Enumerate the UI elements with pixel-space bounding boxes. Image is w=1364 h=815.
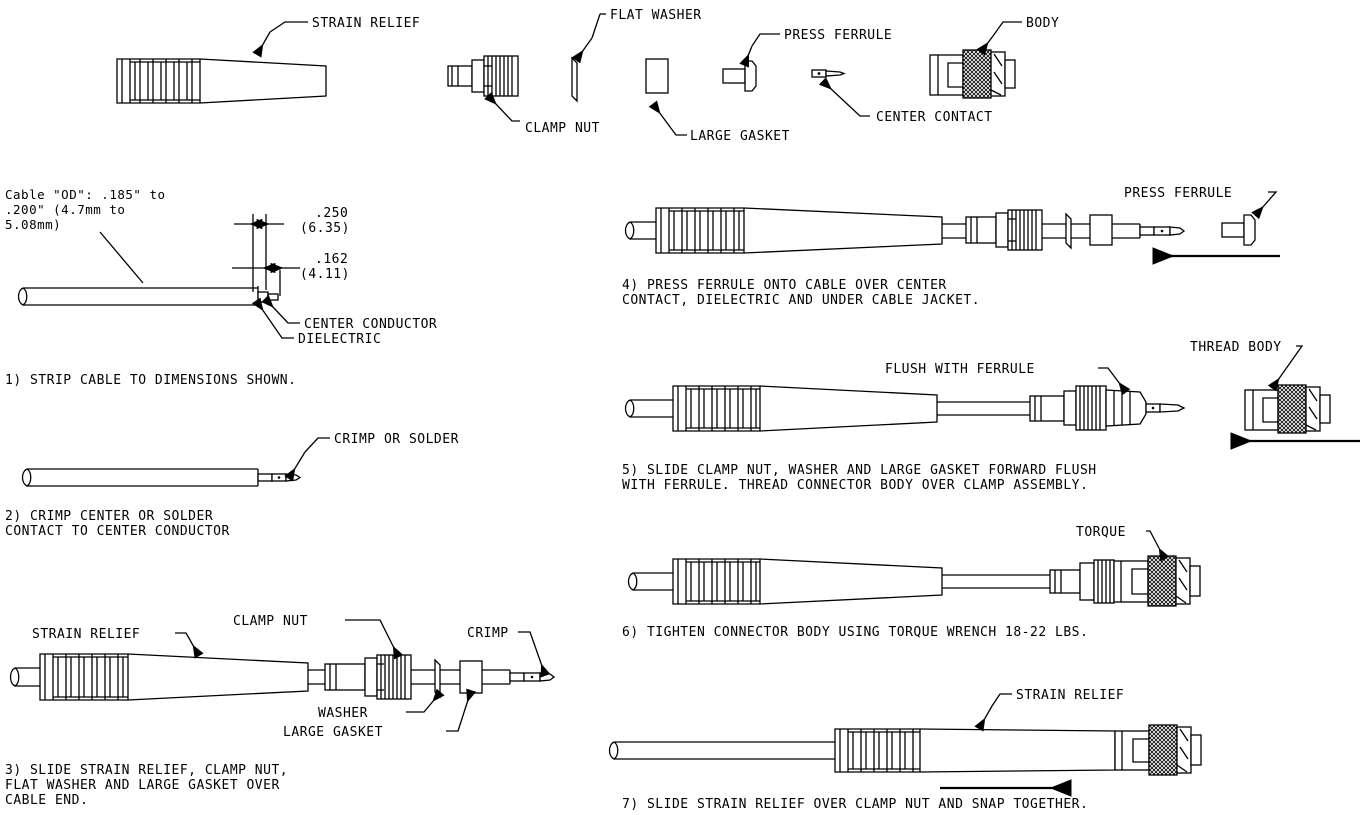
od-line1: Cable "OD": .185" to [5,187,166,202]
label-press-ferrule: PRESS FERRULE [784,28,892,43]
label-clamp-nut: CLAMP NUT [525,121,600,136]
label-step6-torque: TORQUE [1076,525,1126,540]
step-3: STRAIN RELIEF CLAMP NUT CRIMP WASHER LAR… [5,614,556,808]
label-step3-large-gasket: LARGE GASKET [283,725,383,740]
caption-step-4-l2: CONTACT, DIELECTRIC AND UNDER CABLE JACK… [622,293,980,308]
step-1: Cable "OD": .185" to .200" (4.7mm to 5.0… [5,187,437,388]
label-step3-crimp: CRIMP [467,626,509,641]
od-line3: 5.08mm) [5,217,61,232]
label-crimp-or-solder: CRIMP OR SOLDER [334,432,459,447]
center-contact-part: CENTER CONTACT [811,69,993,125]
caption-step-5-l2: WITH FERRULE. THREAD CONNECTOR BODY OVER… [622,478,1088,493]
caption-step-3-l2: FLAT WASHER AND LARGE GASKET OVER [5,778,280,793]
dim-162-mm: (4.11) [300,267,350,282]
label-step7-strain-relief: STRAIN RELIEF [1016,688,1124,703]
caption-step-2-l1: 2) CRIMP CENTER OR SOLDER [5,509,213,524]
caption-step-4-l1: 4) PRESS FERRULE ONTO CABLE OVER CENTER [622,278,947,293]
label-center-conductor: CENTER CONDUCTOR [304,317,437,332]
label-body: BODY [1026,16,1059,31]
strain-relief-part: STRAIN RELIEF [116,16,420,104]
press-ferrule-part: PRESS FERRULE [722,28,892,92]
label-step3-strain-relief: STRAIN RELIEF [32,627,140,642]
label-center-contact: CENTER CONTACT [876,110,993,125]
dim-250-mm: (6.35) [300,221,350,236]
clamp-nut-part: CLAMP NUT [447,55,600,136]
label-flat-washer: FLAT WASHER [610,8,702,23]
large-gasket-part: LARGE GASKET [645,58,790,144]
label-step3-washer: WASHER [318,706,368,721]
step-2: CRIMP OR SOLDER 2) CRIMP CENTER OR SOLDE… [5,432,459,539]
label-step4-press-ferrule: PRESS FERRULE [1124,186,1232,201]
connector-body-part: BODY [929,16,1059,99]
caption-step-1: 1) STRIP CABLE TO DIMENSIONS SHOWN. [5,373,296,388]
label-large-gasket: LARGE GASKET [690,129,790,144]
step-6: TORQUE 6) TIGHTEN CONNECTOR BODY USING T… [622,525,1201,640]
step-7: STRAIN RELIEF 7) SLIDE STRAIN RELIEF OVE… [608,688,1202,812]
label-step5-flush: FLUSH WITH FERRULE [885,362,1035,377]
caption-step-6: 6) TIGHTEN CONNECTOR BODY USING TORQUE W… [622,625,1088,640]
caption-step-2-l2: CONTACT TO CENTER CONDUCTOR [5,524,230,539]
label-dielectric: DIELECTRIC [298,332,381,347]
exploded-parts: STRAIN RELIEF CLAMP NUT FLAT WASHER LARG… [116,8,1059,144]
label-step5-thread-body: THREAD BODY [1190,340,1282,355]
od-line2: .200" (4.7mm to [5,202,125,217]
dim-162-in: .162 [315,252,348,267]
caption-step-3-l1: 3) SLIDE STRAIN RELIEF, CLAMP NUT, [5,763,288,778]
label-strain-relief: STRAIN RELIEF [312,16,420,31]
label-step3-clamp-nut: CLAMP NUT [233,614,308,629]
step-5: FLUSH WITH FERRULE THREAD BODY 5) SLIDE … [622,340,1360,493]
dim-250-in: .250 [315,206,348,221]
step-4: PRESS FERRULE 4) PRESS FERRULE ONTO CABL… [622,186,1280,308]
caption-step-5-l1: 5) SLIDE CLAMP NUT, WASHER AND LARGE GAS… [622,463,1097,478]
flat-washer-part: FLAT WASHER [571,8,702,103]
caption-step-7: 7) SLIDE STRAIN RELIEF OVER CLAMP NUT AN… [622,797,1088,812]
caption-step-3-l3: CABLE END. [5,793,88,808]
